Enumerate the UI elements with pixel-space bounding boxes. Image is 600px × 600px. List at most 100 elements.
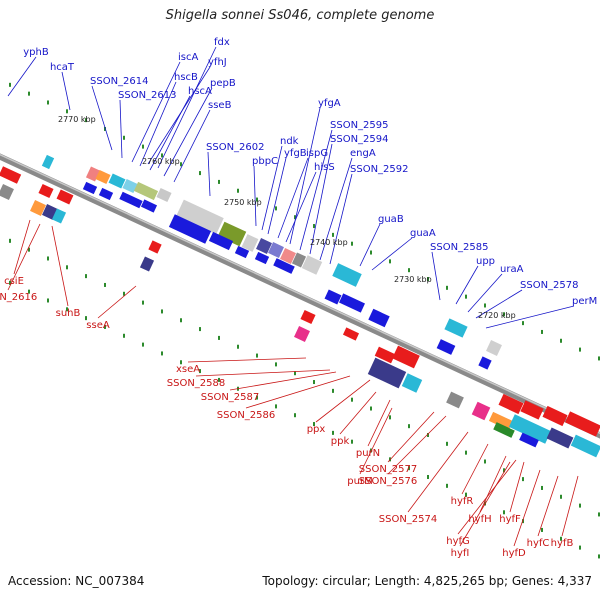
tick-dot (598, 356, 600, 361)
gene-label-top: ispG (306, 148, 328, 159)
tick-dot (351, 439, 353, 444)
tick-dot (275, 404, 277, 409)
leader-line (207, 151, 211, 197)
accession: Accession: NC_007384 (8, 574, 145, 588)
gene-feature (108, 173, 126, 189)
genome-title: Shigella sonnei Ss046, complete genome (165, 8, 435, 23)
tick-label: 2750 kbp (224, 198, 262, 207)
tick-dot (560, 536, 562, 541)
gene-label-bottom: SSON_2588 (167, 378, 226, 389)
gene-feature (339, 293, 365, 313)
tick-dot (541, 329, 543, 334)
gene-feature (565, 411, 600, 437)
gene-label-top: hcaT (50, 62, 75, 73)
leader-line (285, 171, 317, 243)
gene-feature (41, 154, 55, 170)
gene-label-bottom: csiE (4, 276, 24, 287)
gene-feature (291, 252, 307, 268)
gene-feature (401, 373, 423, 393)
tick-dot (161, 351, 163, 356)
gene-labels: yphBhcaTSSON_2614SSON_2613iscAhscBhscAyf… (0, 37, 597, 559)
topology-summary: Topology: circular; Length: 4,825,265 bp… (262, 574, 592, 588)
tick-dot (275, 362, 277, 367)
gene-feature (241, 234, 259, 252)
gene-feature (446, 391, 464, 409)
gene-label-top: engA (350, 148, 376, 159)
tick-dot (294, 215, 296, 220)
leader-line (195, 369, 331, 377)
leader-line (267, 157, 287, 235)
tick-dot (446, 441, 448, 446)
gene-label-top: SSON_2614 (90, 76, 149, 87)
gene-label-top: yfhJ (208, 57, 227, 68)
tick-dot (351, 397, 353, 402)
gene-label-bottom: suhB (56, 308, 81, 319)
tick-dot (218, 179, 220, 184)
tick-dot (123, 333, 125, 338)
tick-dot (294, 371, 296, 376)
tick-dot (579, 545, 581, 550)
tick-dot (427, 276, 429, 281)
tick-dot (503, 468, 505, 473)
gene-feature (119, 191, 143, 209)
gene-label-top: SSON_2578 (520, 280, 579, 291)
tick-dot (85, 316, 87, 321)
tick-label: 2740 kbp (310, 238, 348, 247)
gene-label-top: hscA (188, 86, 212, 97)
leader-line (339, 391, 377, 435)
gene-feature (471, 401, 491, 421)
tick-dot (484, 459, 486, 464)
gene-feature (51, 208, 67, 224)
gene-feature (0, 166, 22, 184)
tick-dot (9, 82, 11, 87)
backbone (0, 153, 600, 439)
gene-feature (95, 169, 111, 185)
gene-feature (300, 309, 316, 325)
gene-label-top: SSON_2585 (430, 242, 489, 253)
leader-line (7, 223, 41, 291)
leader-line (319, 157, 353, 261)
leader-line (457, 459, 517, 535)
leader-line (187, 357, 307, 363)
gene-label-top: yfgA (318, 98, 341, 109)
gene-feature (301, 255, 323, 275)
leader-line (407, 431, 469, 513)
leader-line (513, 469, 541, 547)
tick-dot (142, 300, 144, 305)
gene-label-top: ndk (280, 136, 299, 147)
tick-dot (484, 303, 486, 308)
gene-feature (176, 199, 224, 235)
gene-label-top: SSON_2602 (206, 142, 265, 153)
gene-feature (498, 393, 524, 415)
tick-dot (28, 91, 30, 96)
leader-line (459, 461, 511, 547)
leader-line (371, 237, 413, 271)
gene-label-bottom: sseA (86, 320, 110, 331)
tick-dot (332, 232, 334, 237)
gene-label-bottom: ppx (307, 424, 326, 435)
tick-dot (123, 291, 125, 296)
gene-feature (133, 181, 159, 201)
backbone-line (0, 153, 600, 439)
tick-dot (541, 527, 543, 532)
leader-line (157, 46, 217, 169)
leader-line (299, 129, 333, 251)
tick-dot (446, 483, 448, 488)
gene-feature (392, 345, 420, 369)
gene-feature (56, 189, 74, 205)
tick-dot (237, 188, 239, 193)
tick-dot (161, 309, 163, 314)
tick-dot (313, 422, 315, 427)
gene-label-bottom: hyfB (551, 538, 574, 549)
tick-dot (351, 241, 353, 246)
tick-dot (541, 485, 543, 490)
tick-dot (522, 519, 524, 524)
tick-dot (28, 247, 30, 252)
leader-line (253, 165, 257, 227)
gene-feature (38, 183, 54, 199)
gene-feature (140, 199, 158, 213)
leader-line (387, 415, 447, 475)
leader-line (485, 305, 575, 329)
gene-label-bottom: SSON_2574 (379, 514, 438, 525)
tick-dot (180, 318, 182, 323)
